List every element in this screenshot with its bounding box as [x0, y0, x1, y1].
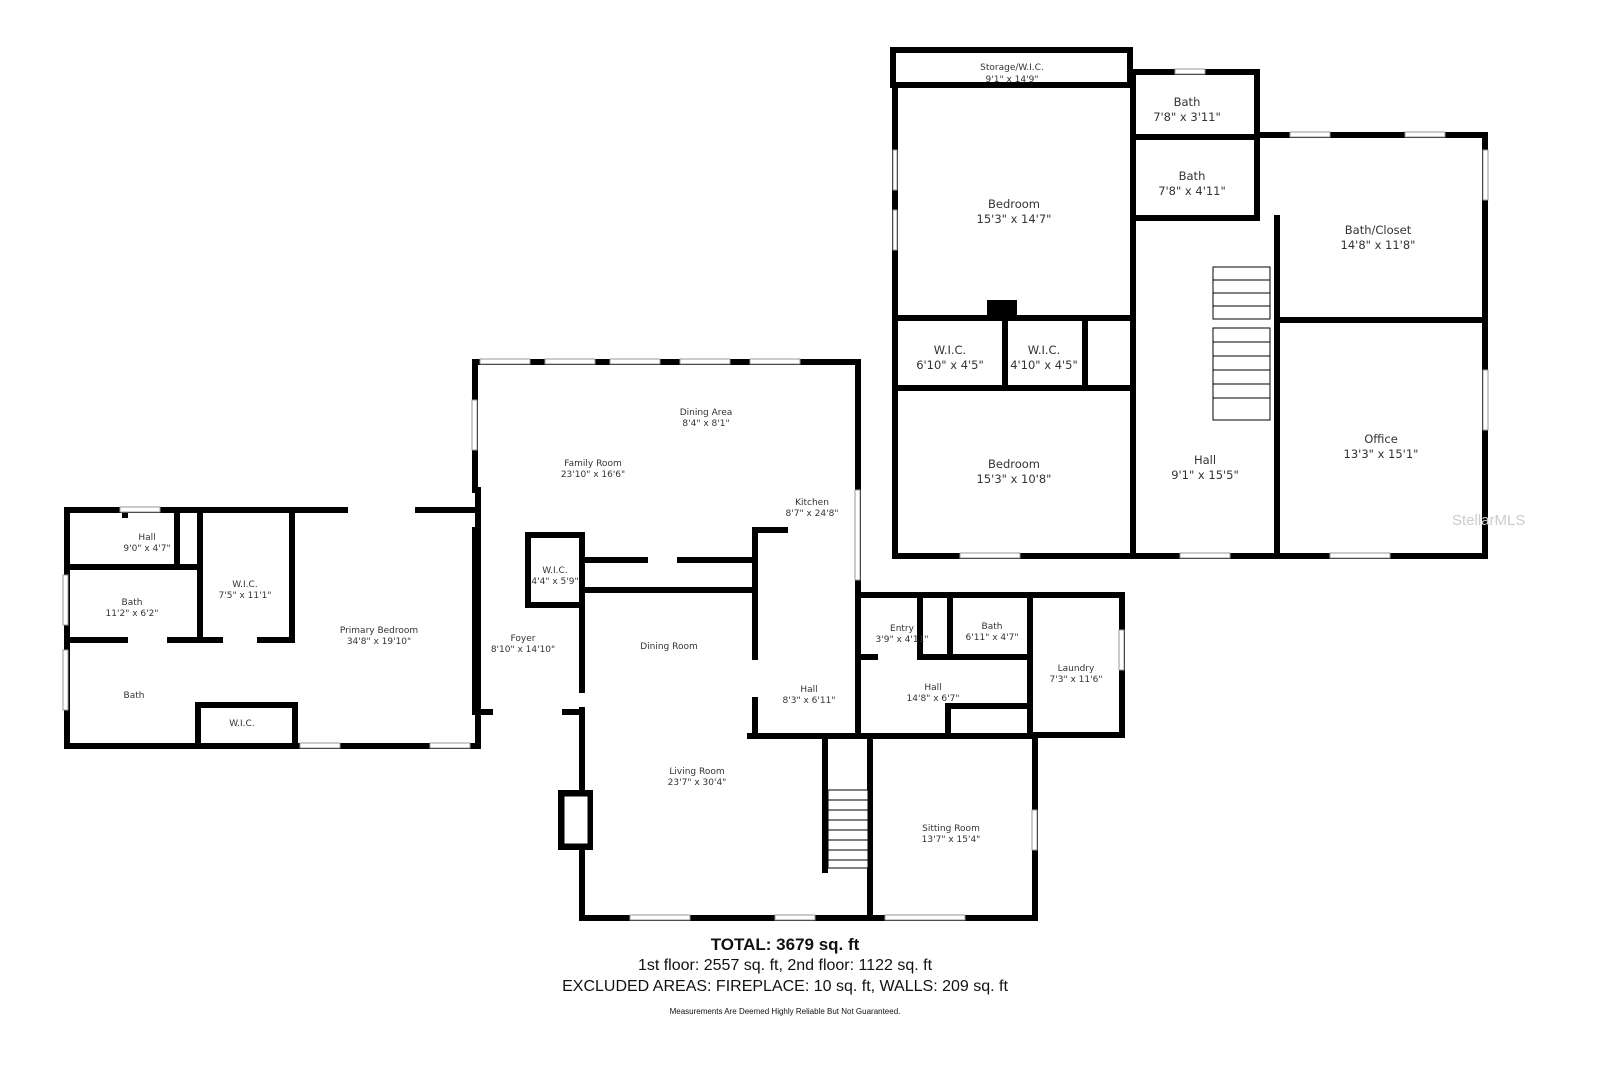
svg-text:W.I.C.: W.I.C. [1028, 343, 1060, 357]
svg-text:Hall: Hall [138, 533, 155, 543]
svg-text:7'3" x 11'6": 7'3" x 11'6" [1050, 675, 1103, 685]
svg-text:3'9" x 4'11": 3'9" x 4'11" [876, 635, 929, 645]
excluded-areas: EXCLUDED AREAS: FIREPLACE: 10 sq. ft, WA… [562, 978, 1008, 995]
first-floor-stairs [827, 789, 869, 869]
svg-text:Storage/W.I.C.: Storage/W.I.C. [980, 63, 1044, 73]
svg-text:13'7" x 15'4": 13'7" x 15'4" [922, 835, 981, 845]
room-label: W.I.C.4'4" x 5'9" [531, 566, 578, 587]
svg-text:9'1" x 14'9": 9'1" x 14'9" [986, 75, 1039, 85]
area-summary: TOTAL: 3679 sq. ft 1st floor: 2557 sq. f… [540, 935, 1030, 1016]
svg-text:Sitting Room: Sitting Room [922, 824, 980, 834]
svg-text:4'10" x 4'5": 4'10" x 4'5" [1010, 358, 1078, 372]
svg-text:W.I.C.: W.I.C. [542, 566, 567, 576]
room-label: Bath [124, 691, 145, 701]
svg-text:23'10" x 16'6": 23'10" x 16'6" [561, 470, 625, 480]
svg-text:14'8" x 11'8": 14'8" x 11'8" [1341, 238, 1416, 252]
svg-text:Bath: Bath [1179, 169, 1206, 183]
svg-text:Kitchen: Kitchen [795, 498, 829, 508]
svg-text:4'4" x 5'9": 4'4" x 5'9" [531, 577, 578, 587]
first-floor-walls [62, 358, 1125, 921]
svg-text:7'8" x 3'11": 7'8" x 3'11" [1153, 110, 1221, 124]
floor-areas: 1st floor: 2557 sq. ft, 2nd floor: 1122 … [637, 957, 933, 974]
room-label: Dining Room [640, 642, 698, 652]
svg-text:Bath: Bath [122, 598, 143, 608]
room-label: W.I.C.6'10" x 4'5" [916, 343, 984, 372]
svg-text:Foyer: Foyer [511, 634, 536, 644]
second-floor-stairs [1212, 266, 1271, 421]
svg-text:Hall: Hall [800, 685, 817, 695]
svg-text:9'1" x 15'5": 9'1" x 15'5" [1171, 468, 1239, 482]
svg-text:Bath: Bath [1174, 95, 1201, 109]
watermark: StellarMLS [1452, 512, 1526, 529]
svg-text:W.I.C.: W.I.C. [934, 343, 966, 357]
svg-text:Bedroom: Bedroom [988, 197, 1040, 211]
room-label: W.I.C.7'5" x 11'1" [219, 580, 272, 601]
svg-text:Family Room: Family Room [564, 459, 621, 469]
svg-text:11'2" x 6'2": 11'2" x 6'2" [106, 609, 159, 619]
svg-text:Bath: Bath [124, 691, 145, 701]
second-floor-walls [890, 47, 1489, 559]
svg-text:8'4" x 8'1": 8'4" x 8'1" [682, 419, 729, 429]
svg-text:W.I.C.: W.I.C. [232, 580, 257, 590]
svg-text:Office: Office [1364, 432, 1398, 446]
svg-text:W.I.C.: W.I.C. [229, 719, 254, 729]
svg-text:Laundry: Laundry [1058, 664, 1095, 674]
svg-text:14'8" x 6'7": 14'8" x 6'7" [907, 694, 960, 704]
svg-text:Hall: Hall [924, 683, 941, 693]
svg-text:34'8" x 19'10": 34'8" x 19'10" [347, 637, 411, 647]
svg-text:15'3" x 14'7": 15'3" x 14'7" [977, 212, 1052, 226]
svg-text:7'8" x 4'11": 7'8" x 4'11" [1158, 184, 1226, 198]
svg-text:Hall: Hall [1194, 453, 1216, 467]
svg-text:7'5" x 11'1": 7'5" x 11'1" [219, 591, 272, 601]
svg-text:Primary Bedroom: Primary Bedroom [340, 626, 418, 636]
room-label: W.I.C. [229, 719, 254, 729]
room-label: W.I.C.4'10" x 4'5" [1010, 343, 1078, 372]
svg-text:8'10" x 14'10": 8'10" x 14'10" [491, 645, 555, 655]
svg-text:Living Room: Living Room [669, 767, 724, 777]
disclaimer: Measurements Are Deemed Highly Reliable … [669, 1007, 901, 1016]
svg-text:Dining Room: Dining Room [640, 642, 698, 652]
svg-text:Bedroom: Bedroom [988, 457, 1040, 471]
svg-text:8'3" x 6'11": 8'3" x 6'11" [783, 696, 836, 706]
svg-text:Bath: Bath [982, 622, 1003, 632]
svg-text:6'10" x 4'5": 6'10" x 4'5" [916, 358, 984, 372]
svg-text:8'7" x 24'8": 8'7" x 24'8" [786, 509, 839, 519]
svg-text:Bath/Closet: Bath/Closet [1345, 223, 1412, 237]
svg-text:6'11" x 4'7": 6'11" x 4'7" [966, 633, 1019, 643]
total-area: TOTAL: 3679 sq. ft [710, 935, 860, 954]
svg-text:Dining Area: Dining Area [680, 408, 733, 418]
svg-text:Entry: Entry [890, 624, 915, 634]
svg-text:23'7" x 30'4": 23'7" x 30'4" [668, 778, 727, 788]
svg-text:13'3" x 15'1": 13'3" x 15'1" [1344, 447, 1419, 461]
svg-text:15'3" x 10'8": 15'3" x 10'8" [977, 472, 1052, 486]
room-label: Storage/W.I.C. 9'1" x 14'9" [980, 63, 1044, 85]
svg-text:9'0" x 4'7": 9'0" x 4'7" [123, 544, 170, 554]
